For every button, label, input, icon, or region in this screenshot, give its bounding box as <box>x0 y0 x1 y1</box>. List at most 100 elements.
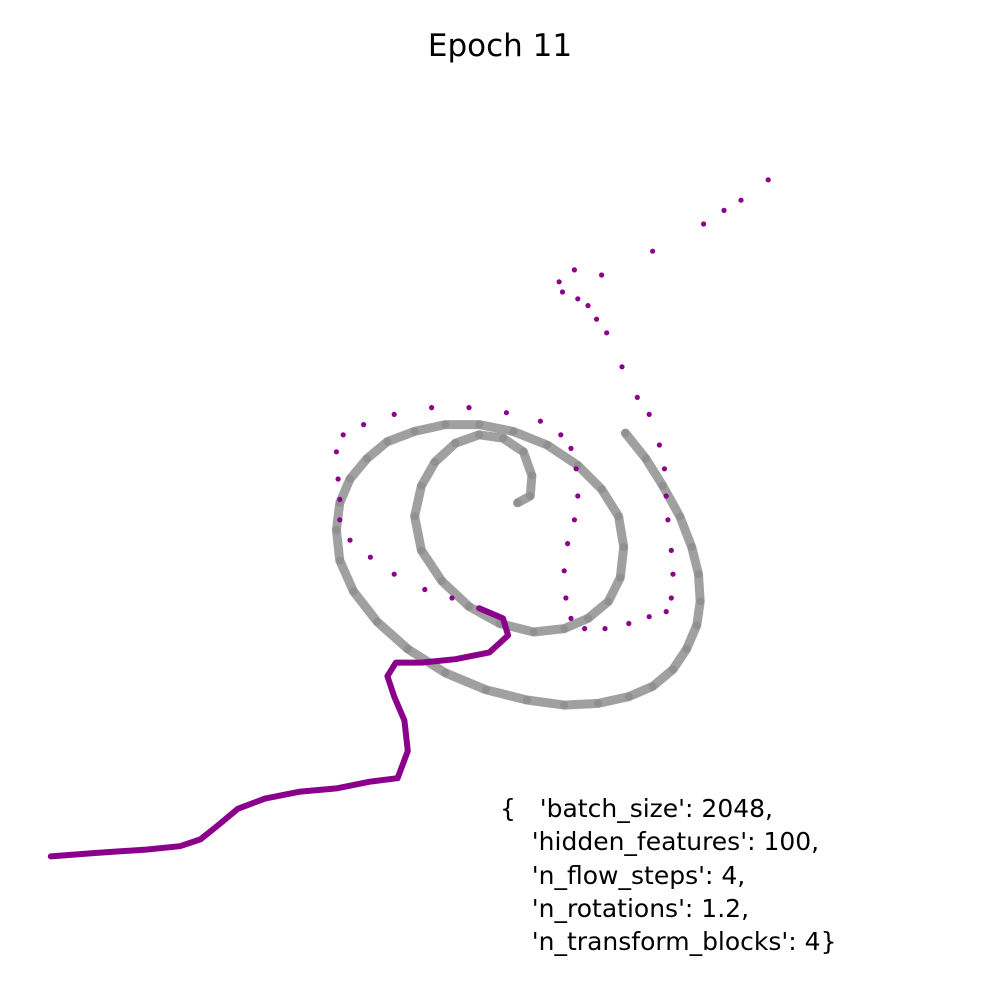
generated-point <box>701 221 707 227</box>
generated-point <box>593 316 600 322</box>
generated-point <box>575 296 581 302</box>
generated-point <box>452 656 458 662</box>
generated-point <box>602 626 608 632</box>
generated-point <box>505 632 511 639</box>
generated-point <box>405 748 411 754</box>
target-point <box>526 492 535 500</box>
generated-point <box>449 595 455 601</box>
generated-point <box>197 836 203 843</box>
generated-point <box>738 197 744 203</box>
target-point <box>641 454 650 463</box>
generated-point <box>565 541 571 547</box>
target-point <box>696 597 705 606</box>
target-point <box>687 543 696 551</box>
target-point <box>373 617 382 626</box>
target-point <box>560 624 569 633</box>
generated-point <box>665 517 671 523</box>
generated-point <box>422 586 428 593</box>
generated-point <box>634 394 640 400</box>
generated-point <box>333 449 339 455</box>
target-point <box>475 420 484 429</box>
target-spiral-band <box>331 420 705 710</box>
generated-point <box>568 615 574 622</box>
generated-point <box>503 410 509 416</box>
target-point <box>560 701 569 710</box>
generated-samples-series <box>47 177 771 860</box>
generated-point <box>476 605 482 611</box>
target-point <box>509 427 518 436</box>
generated-point <box>340 432 346 438</box>
generated-point <box>619 364 625 370</box>
generated-point <box>626 620 632 627</box>
target-point <box>519 447 528 456</box>
chart-title: Epoch 11 <box>428 28 572 64</box>
target-point <box>694 570 703 579</box>
target-point <box>383 437 392 446</box>
generated-point <box>395 775 401 781</box>
generated-point <box>646 614 652 620</box>
generated-point <box>604 330 610 336</box>
target-point <box>410 427 419 436</box>
target-point <box>584 614 592 623</box>
generated-point <box>333 785 339 792</box>
target-point <box>675 512 684 521</box>
generated-point <box>661 466 668 472</box>
generated-point <box>656 442 663 448</box>
generated-point <box>367 554 373 560</box>
generated-point <box>573 466 579 472</box>
generated-point <box>663 493 669 499</box>
config-line-hidden-features: 'hidden_features': 100, <box>500 827 819 856</box>
target-point <box>619 543 628 551</box>
generated-point <box>296 789 302 795</box>
generated-point <box>670 571 676 577</box>
target-point <box>403 645 412 653</box>
generated-point <box>500 615 506 622</box>
generated-point <box>177 843 183 849</box>
generated-point <box>391 571 397 577</box>
generated-point <box>337 517 343 523</box>
generated-point <box>391 411 397 417</box>
generated-point <box>235 806 241 812</box>
generated-point <box>563 595 569 601</box>
target-point <box>346 475 354 483</box>
generated-point <box>391 694 397 700</box>
config-line-n-rotations: 'n_rotations': 1.2, <box>500 894 749 923</box>
target-point <box>624 692 633 701</box>
plot-area <box>47 177 771 860</box>
generated-point <box>337 496 343 502</box>
generated-point <box>650 248 656 254</box>
generated-point <box>486 649 492 656</box>
target-point <box>363 454 371 463</box>
config-line-n-transform-blocks: 'n_transform_blocks': 4} <box>500 927 836 956</box>
generated-point <box>585 303 591 309</box>
target-point <box>621 429 630 438</box>
generated-point <box>347 537 353 543</box>
generated-point <box>571 517 578 523</box>
generated-point <box>418 660 424 666</box>
generated-point <box>143 847 149 853</box>
generated-point <box>599 272 605 278</box>
generated-point <box>571 267 578 273</box>
generated-point <box>92 850 98 856</box>
generated-point <box>575 493 581 499</box>
config-annotation: { 'batch_size': 2048, 'hidden_features':… <box>500 794 836 956</box>
generated-point <box>646 411 652 417</box>
generated-point <box>48 853 54 860</box>
target-point <box>475 430 484 439</box>
target-point <box>692 621 701 630</box>
target-point <box>658 481 667 490</box>
target-point <box>682 645 691 653</box>
config-line-n-flow-steps: 'n_flow_steps': 4, <box>500 861 745 890</box>
target-distribution-series <box>331 420 705 710</box>
generated-point <box>558 432 564 438</box>
target-point <box>431 458 439 466</box>
generated-point <box>568 445 574 451</box>
generated-point <box>559 289 566 295</box>
generated-point <box>429 405 435 411</box>
generated-point <box>537 418 544 424</box>
target-point <box>614 512 623 521</box>
target-point <box>335 556 344 565</box>
generated-point <box>214 823 220 829</box>
